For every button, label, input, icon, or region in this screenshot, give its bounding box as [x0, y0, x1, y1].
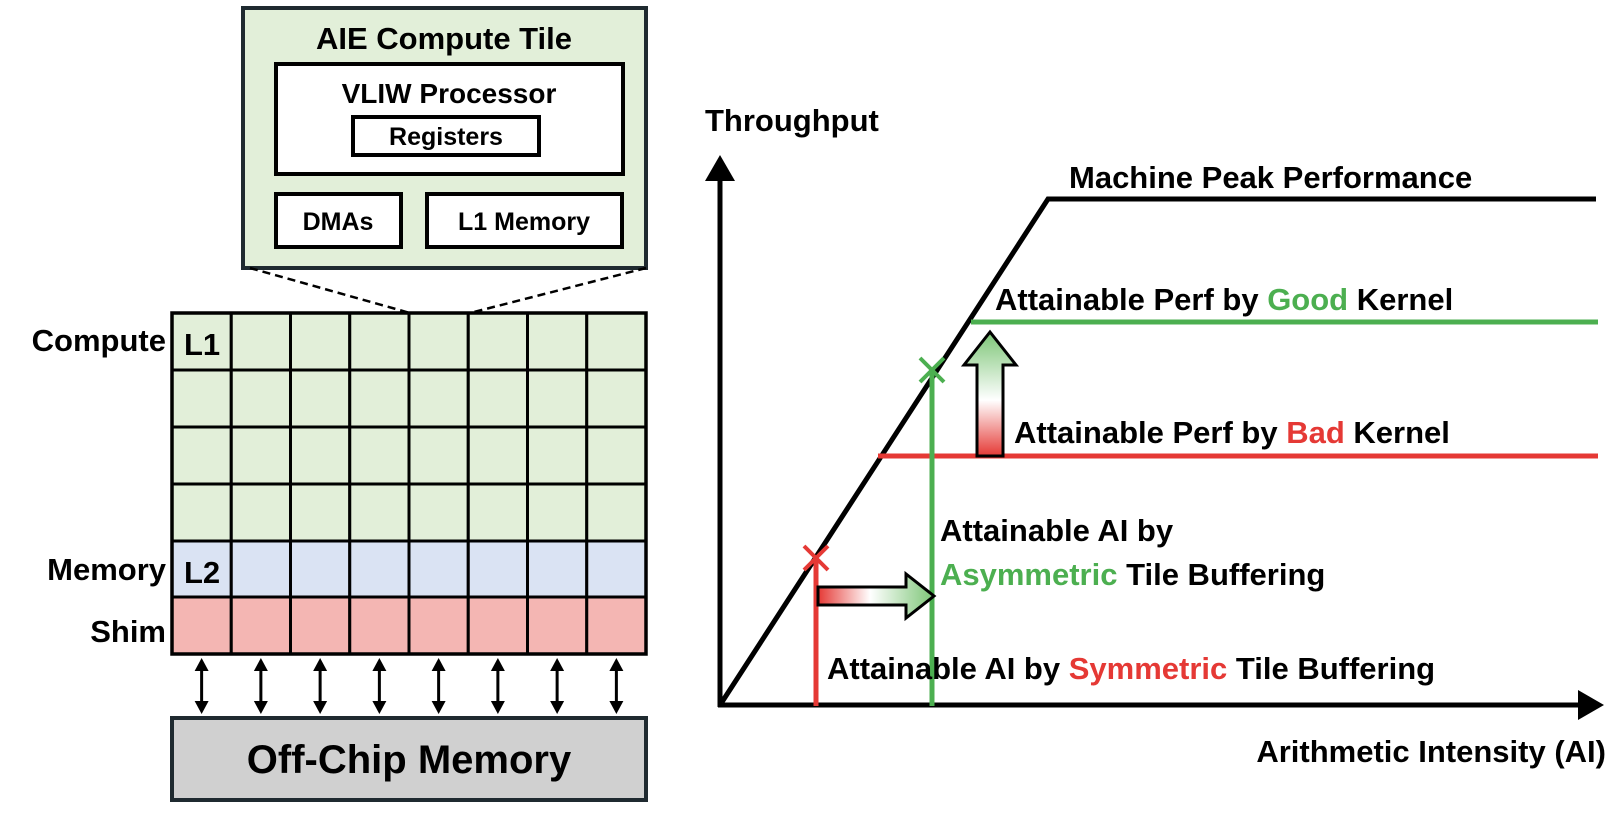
shim-tile: [585, 595, 648, 656]
tile-array: L1 L2 Compute Memory Shim Off-Chip Memor…: [32, 311, 648, 802]
compute-tile: [526, 482, 589, 543]
compute-tile: [466, 425, 529, 486]
memory-tile: [229, 539, 292, 599]
shim-tile: [229, 595, 292, 656]
x-axis-arrowhead: [1578, 690, 1604, 720]
compute-tile: [526, 311, 589, 372]
improvement-arrow-right: [816, 570, 937, 622]
processor-label: VLIW Processor: [342, 78, 557, 109]
compute-tile: [585, 482, 648, 543]
tile-title: AIE Compute Tile: [316, 21, 572, 56]
compute-tile: [170, 482, 233, 543]
bidirectional-arrow: [313, 658, 328, 714]
bidirectional-arrow: [550, 658, 565, 714]
bidirectional-arrow: [431, 658, 446, 714]
compute-tile: [348, 425, 411, 486]
compute-tile: [407, 425, 470, 486]
compute-tile: [289, 482, 352, 543]
row-label-memory: Memory: [47, 552, 167, 587]
offchip-memory-box: [170, 716, 648, 802]
compute-tile: [348, 482, 411, 543]
shim-offchip-arrows: [194, 658, 624, 714]
zoom-line-left: [249, 266, 411, 315]
array-outline: [170, 311, 648, 656]
bidirectional-arrow: [490, 658, 505, 714]
compute-tile: [466, 368, 529, 429]
compute-tile: [407, 368, 470, 429]
compute-tile: [407, 311, 470, 372]
compute-tile: [229, 425, 292, 486]
compute-tile: [585, 368, 648, 429]
asymmetric-label-line2: Asymmetric Tile Buffering: [940, 557, 1325, 592]
compute-tile: [229, 368, 292, 429]
memory-tile: [526, 539, 589, 599]
compute-tile: [170, 425, 233, 486]
good-kernel-label: Attainable Perf by Good Kernel: [995, 282, 1453, 317]
compute-tile: [229, 311, 292, 372]
memory-tile: [348, 539, 411, 599]
y-axis-arrowhead: [705, 155, 735, 181]
l1-memory-label: L1 Memory: [458, 208, 590, 236]
x-axis-label: Arithmetic Intensity (AI): [1256, 734, 1606, 769]
compute-tile: [526, 368, 589, 429]
roofline-slope-and-peak: [719, 196, 1596, 704]
shim-tile: [466, 595, 529, 656]
registers-box: [351, 115, 541, 157]
shim-tile: [348, 595, 411, 656]
shim-tile: [289, 595, 352, 656]
compute-tile: [289, 368, 352, 429]
bidirectional-arrow: [372, 658, 387, 714]
roofline-chart: Throughput Arithmetic Intensity (AI) Mac…: [705, 103, 1606, 769]
zoom-line-right: [469, 266, 647, 315]
shim-tile: [170, 595, 233, 656]
memory-tile: [289, 539, 352, 599]
bad-point-marker: [802, 544, 830, 572]
shim-tile: [526, 595, 589, 656]
l1-memory-box: [425, 192, 624, 249]
compute-tile: [229, 482, 292, 543]
cell-label-l1: L1: [184, 327, 220, 362]
improvement-arrow-up: [960, 329, 1020, 458]
bidirectional-arrow: [194, 658, 209, 714]
bad-kernel-label: Attainable Perf by Bad Kernel: [1014, 415, 1450, 450]
symmetric-label: Attainable AI by Symmetric Tile Bufferin…: [827, 651, 1435, 686]
compute-tile: [289, 311, 352, 372]
compute-tile: [407, 482, 470, 543]
compute-tile: [526, 425, 589, 486]
shim-tile: [407, 595, 470, 656]
bidirectional-arrow: [609, 658, 624, 714]
compute-tile: [348, 311, 411, 372]
aie-compute-tile-panel: AIE Compute Tile VLIW Processor Register…: [241, 6, 648, 315]
compute-tile: [585, 311, 648, 372]
memory-tile: [407, 539, 470, 599]
row-label-shim: Shim: [90, 614, 166, 649]
compute-tile: [585, 425, 648, 486]
memory-tile: [585, 539, 648, 599]
compute-tile: [466, 482, 529, 543]
dmas-box: [274, 192, 403, 249]
dmas-label: DMAs: [303, 208, 374, 236]
cell-label-l2: L2: [184, 555, 220, 590]
compute-tile: [289, 425, 352, 486]
registers-label: Registers: [389, 123, 503, 151]
asymmetric-label-line1: Attainable AI by: [940, 513, 1174, 548]
good-point-marker: [918, 356, 946, 384]
offchip-memory-label: Off-Chip Memory: [247, 738, 572, 782]
compute-tile: [348, 368, 411, 429]
compute-tile: [170, 368, 233, 429]
array-cells: [170, 311, 648, 656]
y-axis-label: Throughput: [705, 103, 879, 138]
bidirectional-arrow: [253, 658, 268, 714]
peak-label: Machine Peak Performance: [1069, 160, 1472, 195]
compute-tile: [466, 311, 529, 372]
memory-tile: [466, 539, 529, 599]
row-label-compute: Compute: [32, 323, 166, 358]
